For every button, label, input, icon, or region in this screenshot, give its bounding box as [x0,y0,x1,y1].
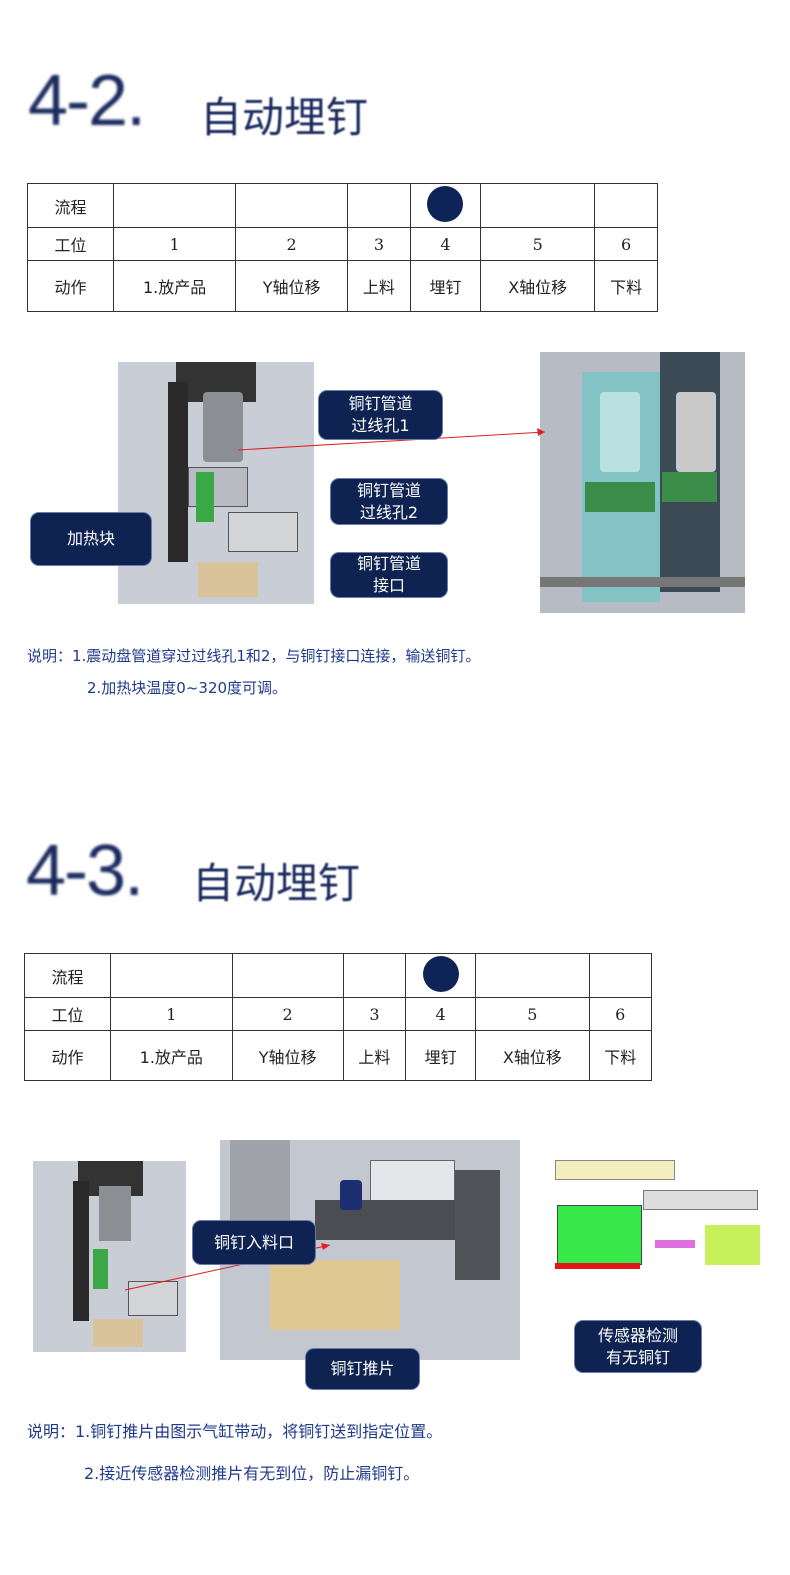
section-title: 自动埋钉 [200,93,369,142]
section-title: 自动埋钉 [192,859,361,908]
station-cell: 2 [231,997,344,1031]
station-cell: 4 [405,997,477,1031]
action-cell: 上料 [342,1030,407,1081]
active-station-marker [427,185,464,222]
station-cell: 3 [342,997,407,1031]
action-cell: 1.放产品 [112,260,237,312]
station-cell: 5 [475,997,590,1031]
station-cell: 3 [347,227,411,261]
action-cell: 下料 [588,1030,653,1081]
description-line: 2.接近传感器检测推片有无到位，防止漏铜钉。 [84,1464,420,1483]
machine-image-left [33,1161,186,1352]
machine-image-right [540,352,745,613]
callout-wire-hole-2: 铜钉管道过线孔2 [330,478,448,525]
row-label: 流程 [27,183,114,228]
callout-interface: 铜钉管道接口 [330,552,448,598]
callout-heating-block: 加热块 [30,512,152,566]
callout-wire-hole-1: 铜钉管道过线孔1 [318,390,443,440]
action-cell: 下料 [594,260,658,312]
callout-sensor: 传感器检测有无铜钉 [574,1320,702,1373]
action-cell: 埋钉 [409,260,482,312]
row-label: 动作 [24,1030,111,1081]
station-cell: 1 [110,997,233,1031]
station-cell: 6 [588,997,653,1031]
machine-image-left [118,362,314,604]
section-title-number: 4-2. [28,61,146,141]
action-cell: X轴位移 [480,260,596,312]
section-title-number: 4-3. [26,831,144,911]
action-cell: 1.放产品 [110,1030,233,1081]
callout-push-plate: 铜钉推片 [305,1348,420,1390]
row-label: 工位 [24,997,111,1031]
action-cell: 上料 [347,260,411,312]
action-cell: Y轴位移 [231,1030,344,1081]
pointer-arrow [237,428,546,451]
station-cell: 5 [480,227,596,261]
sensor-image [555,1145,760,1270]
action-cell: Y轴位移 [235,260,349,312]
description-line: 说明：1.铜钉推片由图示气缸带动，将铜钉送到指定位置。 [27,1422,443,1441]
action-cell: X轴位移 [475,1030,590,1081]
row-label: 动作 [27,260,114,312]
station-cell: 2 [235,227,349,261]
active-station-marker [422,955,459,992]
callout-feed-inlet: 铜钉入料口 [192,1220,316,1265]
row-label: 流程 [24,953,111,998]
description-line: 2.加热块温度0~320度可调。 [87,679,288,697]
station-cell: 4 [409,227,482,261]
description-line: 说明：1.震动盘管道穿过过线孔1和2，与铜钉接口连接，输送铜钉。 [27,647,481,665]
row-label: 工位 [27,227,114,261]
action-cell: 埋钉 [405,1030,477,1081]
